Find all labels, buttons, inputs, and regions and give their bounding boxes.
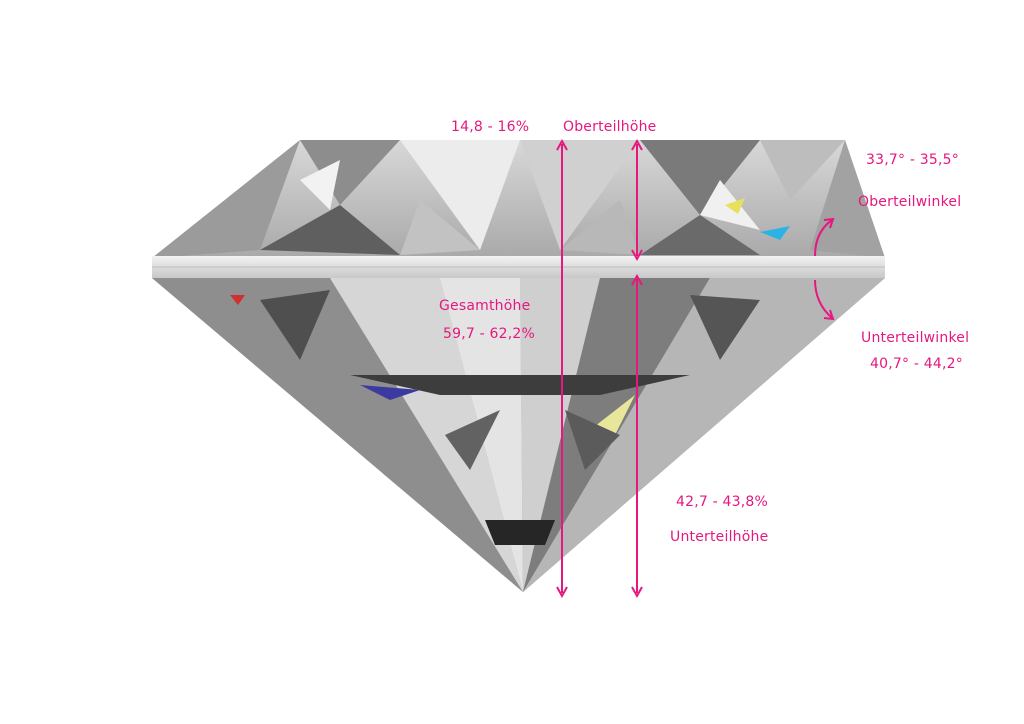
crown-height-arrow: [631, 138, 643, 262]
crown-height-label: Oberteilhöhe: [563, 119, 657, 135]
pavilion-angle-value: 40,7° - 44,2°: [870, 356, 963, 372]
pavilion-depth-label: Unterteilhöhe: [670, 529, 769, 545]
total-height-label: Gesamthöhe: [439, 298, 531, 314]
total-height-value: 59,7 - 62,2%: [443, 326, 535, 342]
crown-angle-value: 33,7° - 35,5°: [866, 152, 959, 168]
pavilion-depth-value: 42,7 - 43,8%: [676, 494, 768, 510]
diamond-crown: [152, 140, 885, 258]
diamond-pavilion: [152, 278, 885, 592]
pavilion-depth-arrow: [631, 273, 643, 599]
crown-angle-arc: [814, 217, 835, 257]
total-height-arrow: [556, 138, 568, 599]
crown-angle-label: Oberteilwinkel: [858, 194, 962, 210]
pavilion-angle-arc: [814, 279, 835, 321]
pavilion-angle-label: Unterteilwinkel: [861, 330, 970, 346]
crown-height-value: 14,8 - 16%: [451, 119, 530, 135]
